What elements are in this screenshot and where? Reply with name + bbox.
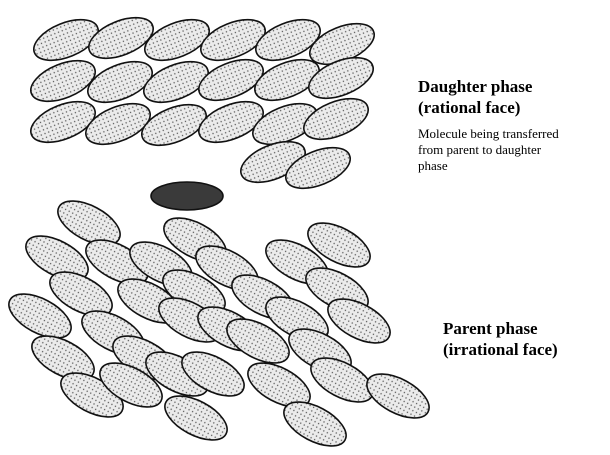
daughter-phase-subtitle: (rational face) — [418, 97, 532, 118]
daughter-phase-label: Daughter phase (rational face) — [418, 76, 532, 118]
transfer-molecule — [151, 182, 223, 210]
transfer-note-line-3: phase — [418, 158, 559, 174]
parent-molecule — [360, 365, 436, 427]
parent-phase-label: Parent phase (irrational face) — [443, 318, 558, 360]
daughter-phase-title: Daughter phase — [418, 76, 532, 97]
parent-phase-molecules — [2, 192, 436, 455]
daughter-phase-molecules — [25, 10, 380, 197]
transfer-note-label: Molecule being transferred from parent t… — [418, 126, 559, 174]
transfer-molecule-group — [151, 182, 223, 210]
daughter-molecule — [25, 53, 101, 110]
daughter-molecule — [25, 94, 101, 151]
daughter-molecule — [80, 96, 156, 153]
transfer-note-line-1: Molecule being transferred — [418, 126, 559, 142]
transfer-note-line-2: from parent to daughter — [418, 142, 559, 158]
daughter-molecule — [298, 91, 374, 148]
daughter-molecule — [83, 10, 159, 67]
parent-phase-title: Parent phase — [443, 318, 558, 339]
parent-phase-subtitle: (irrational face) — [443, 339, 558, 360]
